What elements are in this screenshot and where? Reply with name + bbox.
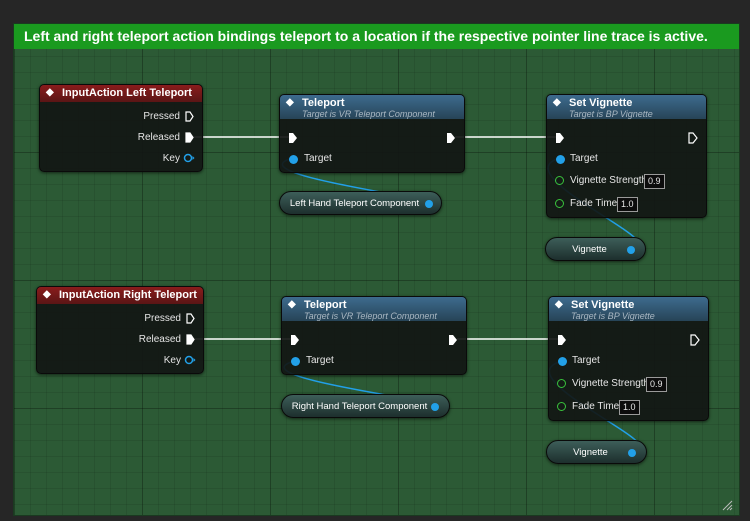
fade-time-input[interactable]: 1.0 <box>617 197 638 212</box>
function-icon: ◆ <box>286 97 294 108</box>
pin-label-target: Target <box>570 153 598 164</box>
input-action-node-right[interactable]: ◆ InputAction Right Teleport Pressed Rel… <box>36 286 204 374</box>
node-title: InputAction Left Teleport <box>62 87 192 99</box>
exec-out-pin-icon[interactable] <box>690 334 700 346</box>
variable-label: Left Hand Teleport Component <box>289 198 420 209</box>
node-header: ◆ Set Vignette Target is BP Vignette <box>547 95 706 119</box>
exec-out-pin-icon[interactable] <box>688 132 698 144</box>
event-diamond-icon: ◆ <box>43 289 51 300</box>
node-subtitle: Target is VR Teleport Component <box>304 311 437 321</box>
node-title: InputAction Right Teleport <box>59 289 197 301</box>
object-pin-icon[interactable] <box>289 155 298 164</box>
object-pin-icon[interactable] <box>431 403 439 411</box>
pin-label-target: Target <box>306 355 334 366</box>
exec-pin-icon[interactable] <box>186 313 195 324</box>
function-icon: ◆ <box>288 299 296 310</box>
struct-pin-icon[interactable] <box>184 355 196 365</box>
float-pin-icon[interactable] <box>557 402 566 411</box>
vignette-variable-right[interactable]: Vignette <box>546 440 647 464</box>
pin-label-target: Target <box>304 153 332 164</box>
function-icon: ◆ <box>553 97 561 108</box>
vignette-strength-input[interactable]: 0.9 <box>644 174 665 189</box>
node-subtitle: Target is VR Teleport Component <box>302 109 435 119</box>
exec-in-pin-icon[interactable] <box>290 334 300 346</box>
pin-label-pressed: Pressed <box>143 111 180 122</box>
exec-in-pin-icon[interactable] <box>288 132 298 144</box>
node-subtitle: Target is BP Vignette <box>571 311 655 321</box>
set-vignette-node-right[interactable]: ◆ Set Vignette Target is BP Vignette Tar… <box>548 296 709 421</box>
exec-pin-icon[interactable] <box>185 132 194 143</box>
node-title: Set Vignette <box>569 97 633 109</box>
function-icon: ◆ <box>555 299 563 310</box>
exec-pin-icon[interactable] <box>185 111 194 122</box>
node-header: ◆ InputAction Right Teleport <box>37 287 203 304</box>
node-title: Set Vignette <box>571 299 635 311</box>
teleport-node-right[interactable]: ◆ Teleport Target is VR Teleport Compone… <box>281 296 467 375</box>
variable-label: Vignette <box>573 447 608 458</box>
vignette-strength-input[interactable]: 0.9 <box>646 377 667 392</box>
comment-title[interactable]: Left and right teleport action bindings … <box>14 24 739 49</box>
pin-label-vignette-strength: Vignette Strength <box>572 378 650 389</box>
float-pin-icon[interactable] <box>555 199 564 208</box>
exec-out-pin-icon[interactable] <box>448 334 458 346</box>
pin-label-vignette-strength: Vignette Strength <box>570 175 648 186</box>
variable-label: Right Hand Teleport Component <box>291 401 428 412</box>
pin-label-released: Released <box>137 132 180 143</box>
vignette-variable-left[interactable]: Vignette <box>545 237 646 261</box>
pin-label-target: Target <box>572 355 600 366</box>
input-action-node-left[interactable]: ◆ InputAction Left Teleport Pressed Rele… <box>39 84 203 172</box>
pin-label-key: Key <box>162 153 180 164</box>
fade-time-input[interactable]: 1.0 <box>619 400 640 415</box>
exec-pin-icon[interactable] <box>186 334 195 345</box>
teleport-node-left[interactable]: ◆ Teleport Target is VR Teleport Compone… <box>279 94 465 173</box>
node-header: ◆ InputAction Left Teleport <box>40 85 202 102</box>
event-diamond-icon: ◆ <box>46 87 54 98</box>
node-subtitle: Target is BP Vignette <box>569 109 653 119</box>
object-pin-icon[interactable] <box>628 449 636 457</box>
pin-label-key: Key <box>163 355 181 366</box>
set-vignette-node-left[interactable]: ◆ Set Vignette Target is BP Vignette Tar… <box>546 94 707 218</box>
resize-handle-icon[interactable] <box>721 499 733 511</box>
node-title: Teleport <box>302 97 345 109</box>
object-pin-icon[interactable] <box>291 357 300 366</box>
node-title: Teleport <box>304 299 347 311</box>
exec-in-pin-icon[interactable] <box>555 132 565 144</box>
pin-label-released: Released <box>138 334 181 345</box>
float-pin-icon[interactable] <box>557 379 566 388</box>
object-pin-icon[interactable] <box>556 155 565 164</box>
pin-label-fade-time: Fade Time <box>570 198 618 209</box>
pin-label-fade-time: Fade Time <box>572 401 620 412</box>
node-header: ◆ Set Vignette Target is BP Vignette <box>549 297 708 321</box>
object-pin-icon[interactable] <box>425 200 433 208</box>
float-pin-icon[interactable] <box>555 176 564 185</box>
teleport-component-variable-right[interactable]: Right Hand Teleport Component <box>281 394 450 418</box>
exec-out-pin-icon[interactable] <box>446 132 456 144</box>
node-header: ◆ Teleport Target is VR Teleport Compone… <box>280 95 464 119</box>
node-header: ◆ Teleport Target is VR Teleport Compone… <box>282 297 466 321</box>
teleport-component-variable-left[interactable]: Left Hand Teleport Component <box>279 191 442 215</box>
object-pin-icon[interactable] <box>627 246 635 254</box>
exec-in-pin-icon[interactable] <box>557 334 567 346</box>
object-pin-icon[interactable] <box>558 357 567 366</box>
variable-label: Vignette <box>572 244 607 255</box>
pin-label-pressed: Pressed <box>144 313 181 324</box>
struct-pin-icon[interactable] <box>183 153 195 163</box>
